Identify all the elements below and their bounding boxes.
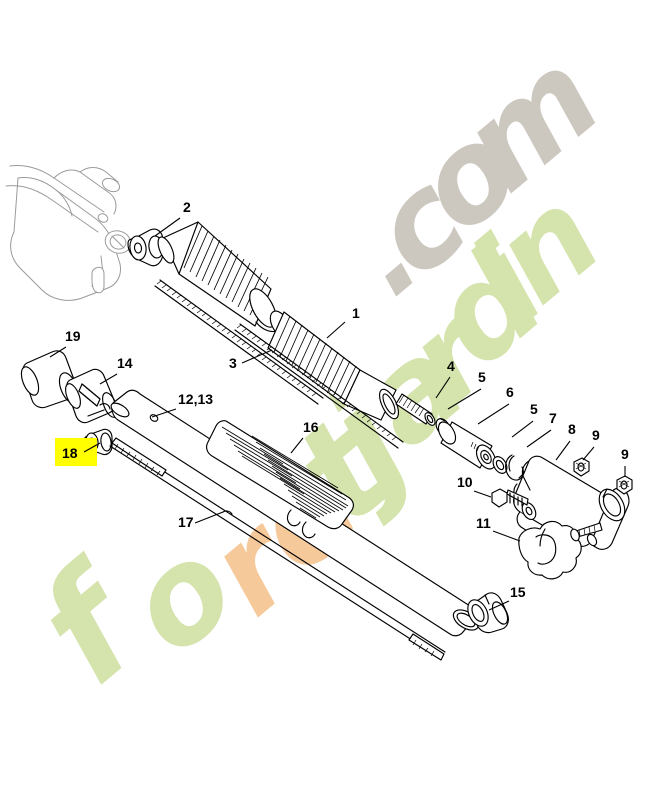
part-15-end-nut [467,592,509,634]
callout-number: 4 [447,358,455,374]
callout-number: 16 [303,419,319,435]
part-17-inner-rod [109,437,446,661]
cable-coil-lower [236,324,397,441]
rod-spline [114,443,161,476]
part-2-collar [127,228,164,267]
callout-number: 1 [352,305,360,321]
callout-17: 17 [178,511,224,530]
part-16-grip-pad [206,420,354,530]
callout-5-first: 5 [447,369,486,410]
callout-number: 2 [183,199,191,215]
part-11-star-knob [518,520,603,580]
callout-6: 6 [477,384,514,425]
part-10-hex-bolt [491,488,529,508]
callout-5-second: 5 [511,401,538,438]
callout-9-upper: 9 [582,427,600,461]
part-18-highlight-box [55,438,97,466]
callout-number: 5 [530,401,538,417]
callout-number: 14 [117,355,133,371]
callout-19: 19 [49,328,81,358]
corrugation-lines [273,315,357,400]
part-7-retaining-clip [505,454,524,481]
callout-layer: 1 2 3 4 5 6 5 [49,199,629,611]
grip-ridges [221,426,349,519]
part-6-coupling-sleeve [437,421,497,470]
part-19-end-cap [20,350,80,409]
callout-number: 9 [592,427,600,443]
callout-15: 15 [488,584,526,611]
callout-number: 19 [65,328,81,344]
callout-3: 3 [229,349,273,371]
part-9-nut-upper [573,457,590,477]
callout-12-13: 12,13 [151,391,213,418]
part-1-drive-shaft-upper [157,221,281,333]
callout-number: 15 [510,584,526,600]
callout-number: 11 [476,515,491,531]
part-1-drive-shaft-lower [267,310,399,421]
callout-number: 12,13 [178,391,213,407]
callout-number: 8 [568,421,576,437]
rod-spline-right [412,639,435,657]
callout-7: 7 [526,410,557,448]
callout-14: 14 [99,355,133,385]
cable-coil-upper [156,280,317,397]
callout-18: 18 [62,442,101,461]
callout-16: 16 [290,419,319,454]
callout-4: 4 [435,358,455,399]
callout-number: 9 [621,446,629,462]
callout-10: 10 [457,474,492,498]
part-8-gearbox-housing [513,455,630,550]
callout-number: 5 [478,369,486,385]
callout-1: 1 [326,305,360,339]
callout-number: 10 [457,474,473,490]
part-5-washer-second [492,456,508,474]
callout-8: 8 [555,421,576,461]
callout-number: 18 [62,445,78,461]
callout-11: 11 [476,515,521,542]
callout-2: 2 [154,199,191,237]
callout-9-lower: 9 [621,446,629,477]
throttle-handle-assembly [5,165,132,301]
part-3-flexible-cable-upper [154,279,324,405]
callout-number: 6 [506,384,514,400]
part-3-flexible-cable-lower [234,323,404,449]
part-12-13-outer-tube [110,389,480,637]
part-9-nut-lower [616,475,633,495]
spline-teeth [398,394,425,417]
part-4-splined-shaft [395,393,436,426]
callout-number: 7 [549,410,557,426]
thread-lines [578,524,596,537]
callout-number: 3 [229,355,237,371]
sleeve-knurl [470,441,480,452]
callout-number: 17 [178,514,194,530]
